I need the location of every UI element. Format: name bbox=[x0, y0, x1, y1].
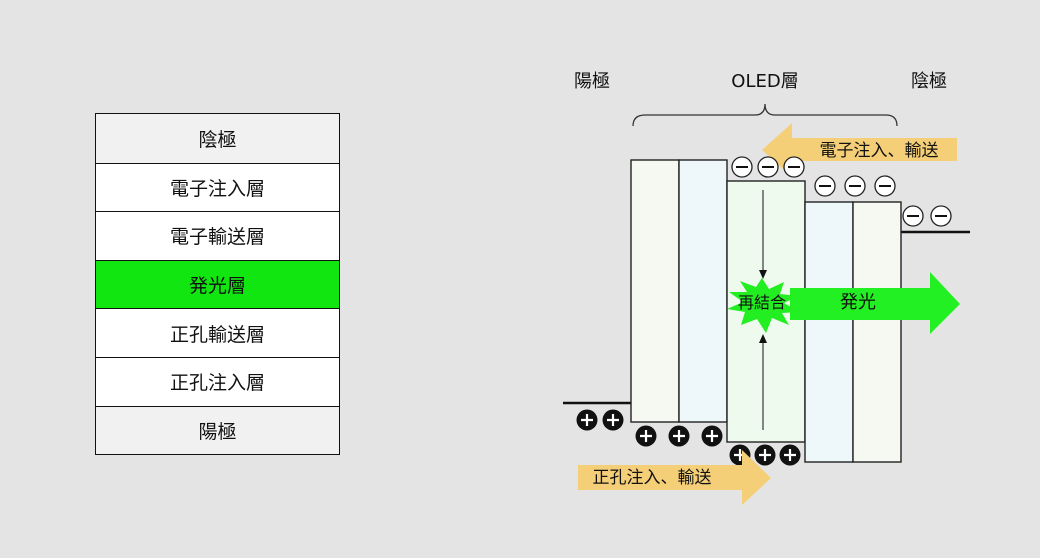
stack-layer-electron-injection: 電子注入層 bbox=[96, 162, 339, 212]
band-hole-transport bbox=[678, 159, 728, 423]
anode-label: 陽極 bbox=[574, 71, 610, 92]
recombination-burst bbox=[727, 278, 800, 333]
electron-arrow-label: 電子注入、輸送 bbox=[820, 141, 939, 161]
electron-down-arrowhead bbox=[759, 270, 767, 279]
electron-signs bbox=[736, 166, 947, 217]
electron-transport-arrow bbox=[762, 123, 957, 177]
oled-layer-stack: 陰極 電子注入層 電子輸送層 発光層 正孔輸送層 正孔注入層 陽極 bbox=[95, 113, 340, 456]
cathode-label: 陰極 bbox=[911, 71, 947, 92]
stack-layer-hole-transport: 正孔輸送層 bbox=[96, 308, 339, 357]
oled-brace bbox=[632, 103, 898, 127]
hole-arrow-label: 正孔注入、輸送 bbox=[593, 468, 712, 488]
band-electron-transport bbox=[804, 201, 854, 463]
stack-layer-anode: 陽極 bbox=[96, 405, 339, 455]
emission-label: 発光 bbox=[840, 292, 876, 313]
recombination-label: 再結合 bbox=[738, 293, 786, 312]
stack-layer-emission: 発光層 bbox=[96, 259, 339, 309]
stack-layer-hole-injection: 正孔注入層 bbox=[96, 356, 339, 406]
oled-label: OLED層 bbox=[731, 71, 798, 92]
hole-signs bbox=[581, 414, 796, 461]
stack-layer-electron-transport: 電子輸送層 bbox=[96, 211, 339, 260]
emission-arrow bbox=[790, 272, 960, 334]
band-electron-injection bbox=[852, 201, 902, 463]
hole-transport-arrow bbox=[578, 450, 771, 505]
band-hole-injection bbox=[630, 159, 680, 423]
hole-up-arrowhead bbox=[759, 334, 767, 343]
stack-layer-cathode: 陰極 bbox=[96, 114, 339, 163]
electrons bbox=[731, 156, 952, 227]
